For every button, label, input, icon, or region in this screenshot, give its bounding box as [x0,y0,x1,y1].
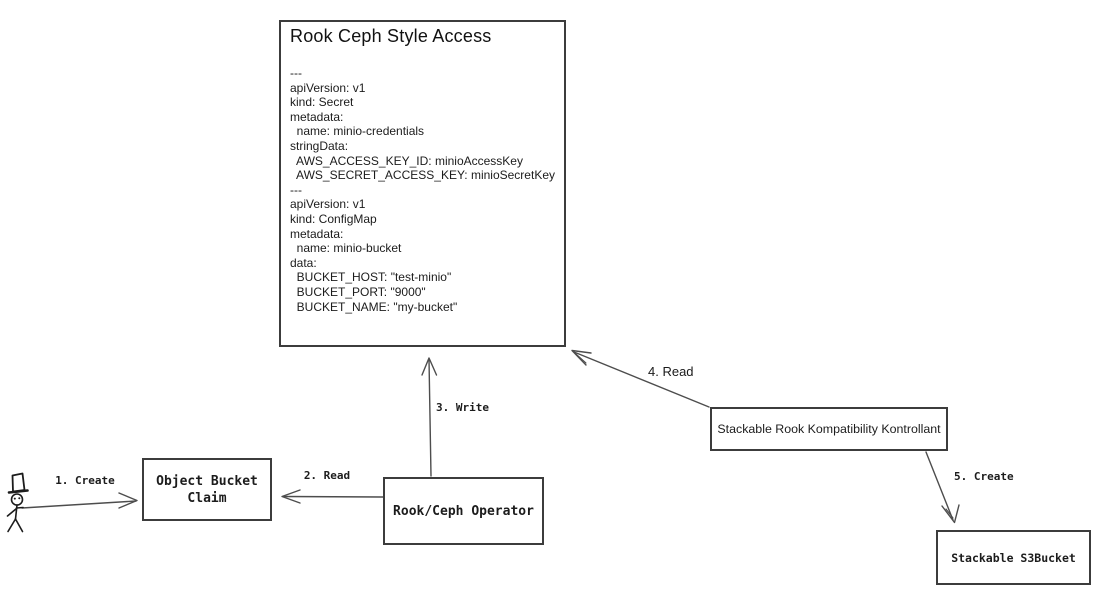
leg-right [14,518,24,533]
node-rook-ceph-operator: Rook/Ceph Operator [383,477,544,545]
arrow-create-s3bucket [925,451,960,524]
body [14,504,18,520]
arrowhead-sketch-stroke [575,353,587,364]
arrow-shaft [428,358,432,477]
arrowhead-sketch-stroke [945,508,954,519]
node-label: Stackable Rook Kompatibility Kontrollant [717,422,941,436]
node-object-bucket-claim: Object Bucket Claim [142,458,272,521]
edge-label-read-spec: 4. Read [648,364,694,379]
arrow-read-obc [281,489,384,504]
node-label: Stackable S3Bucket [951,550,1076,565]
arrowhead-up-icon [421,357,438,376]
node-rook-ceph-style-access: Rook Ceph Style Access --- apiVersion: v… [279,20,566,347]
head [10,493,24,506]
edge-label-create-obc: 1. Create [55,474,115,487]
eye-right [18,497,21,500]
edge-label-read-obc: 2. Read [303,469,351,482]
edge-label-write-spec: 3. Write [436,401,489,414]
arrowhead-right-icon [118,492,138,509]
arrow-shaft [573,351,710,408]
node-stackable-s3bucket: Stackable S3Bucket [936,530,1091,585]
leg-left [7,518,17,533]
arrow-shaft [925,451,954,521]
edge-label-create-s3bucket: 5. Create [954,470,1014,483]
arrowhead-down-icon [941,504,960,524]
node-stackable-rook-kompatibility-kontrollant: Stackable Rook Kompatibility Kontrollant [710,407,948,451]
node-label: Object Bucket Claim [156,473,258,506]
arrow-shaft [21,500,137,509]
eye-left [13,497,16,500]
arrow-shaft [283,495,384,498]
arrowhead-upleft-icon [571,349,592,366]
node-label: Rook/Ceph Operator [393,503,534,519]
stick-figure-top-hat-icon [6,472,29,533]
arrow-create-obc [21,492,138,509]
arrow-read-spec [571,349,710,408]
arrow-write-spec [421,357,438,477]
top-hat-crown [11,472,26,493]
arm-right [15,506,24,509]
spec-box-yaml: --- apiVersion: v1 kind: Secret metadata… [290,66,555,314]
arm-left [6,507,18,517]
spec-box-title: Rook Ceph Style Access [290,26,492,46]
top-hat-brim [7,489,29,494]
arrowhead-left-icon [281,489,301,504]
